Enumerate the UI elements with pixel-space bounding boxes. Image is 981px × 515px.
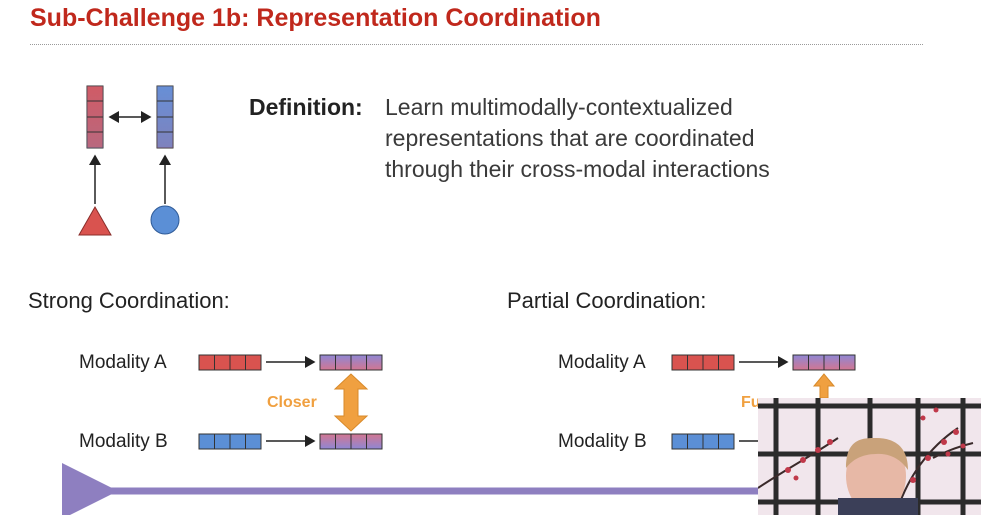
circle-modality-icon [150,205,180,235]
strong-b-input-block [198,433,262,450]
webcam-frame [758,398,981,515]
strong-modality-b-label: Modality B [79,431,168,452]
slide-title: Sub-Challenge 1b: Representation Coordin… [30,4,601,32]
closer-double-arrow-icon [333,373,369,432]
definition-line-3: through their cross-modal interactions [385,156,770,182]
partial-a-output-block [792,354,856,371]
partial-a-input-block [671,354,735,371]
webcam-video-overlay[interactable] [758,398,981,515]
partial-b-input-block [671,433,735,450]
blue-vertical-stack [156,85,174,149]
title-divider [30,44,923,45]
partial-modality-b-label: Modality B [558,431,647,452]
strong-b-output-block [319,433,383,450]
definition-label: Definition: [249,94,363,120]
strong-a-input-block [198,354,262,371]
definition-line-1: Learn multimodally-contextualized [385,94,733,120]
strong-modality-a-label: Modality A [79,352,167,373]
further-label: Fu [741,394,761,411]
triangle-modality-icon [78,205,112,236]
definition-line-2: representations that are coordinated [385,125,755,151]
strong-coordination-title: Strong Coordination: [28,288,230,313]
partial-coordination-title: Partial Coordination: [507,288,707,313]
strong-a-output-block [319,354,383,371]
red-vertical-stack [86,85,104,149]
further-arrow-icon [812,373,836,399]
closer-label: Closer [267,394,317,411]
partial-modality-a-label: Modality A [558,352,646,373]
